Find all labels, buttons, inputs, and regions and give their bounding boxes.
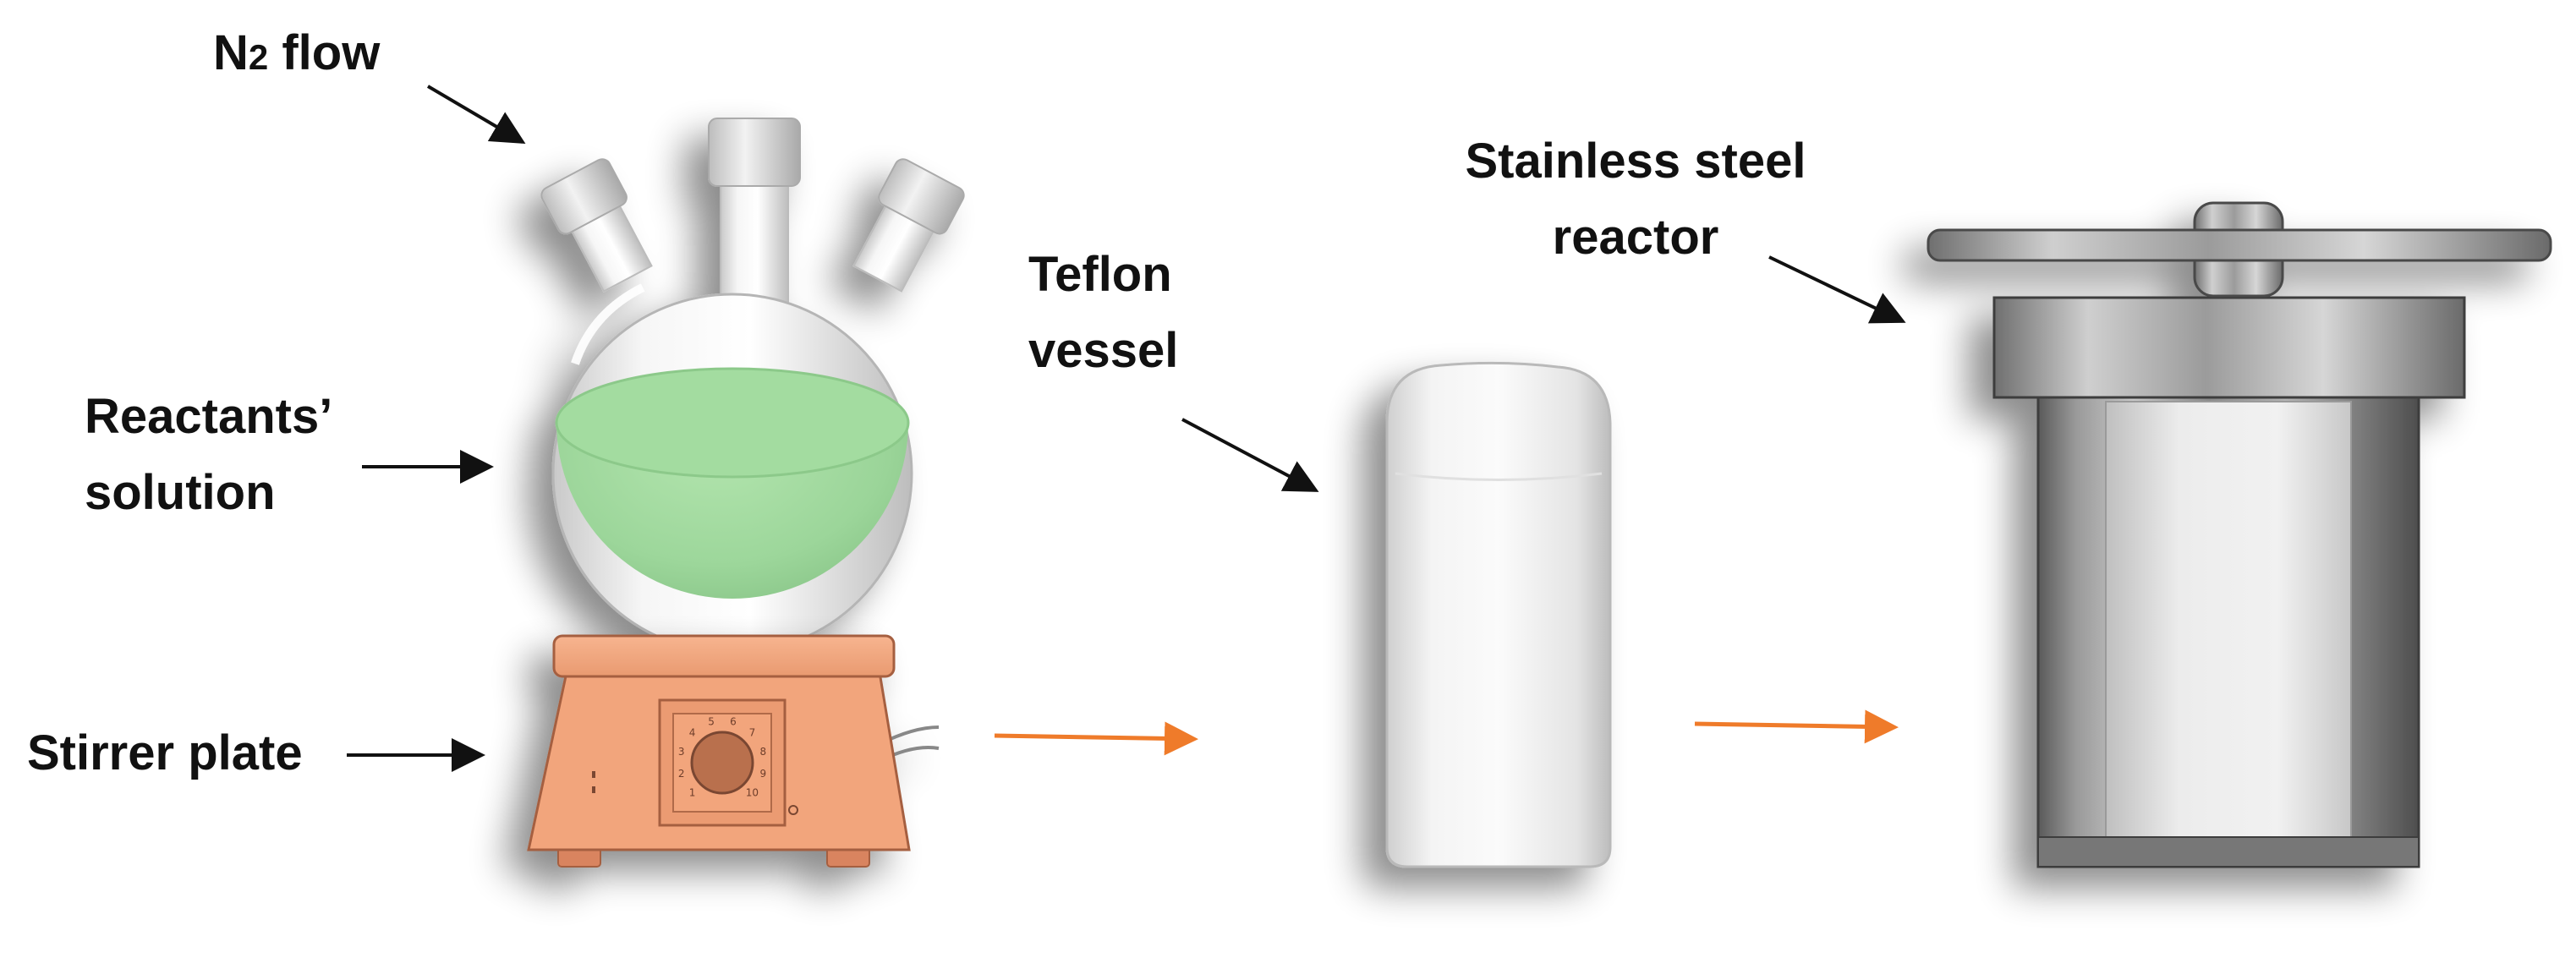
label-stirrer-plate: Stirrer plate bbox=[27, 725, 303, 780]
n2-flow-arrow bbox=[426, 85, 526, 145]
flow-arrow-1 bbox=[994, 721, 1198, 756]
dial-number: 4 bbox=[689, 727, 696, 739]
dial-number: 2 bbox=[678, 768, 685, 780]
flow-arrow-2 bbox=[1694, 709, 1899, 744]
reactor-arrow bbox=[1768, 255, 1906, 324]
teflon-vessel-icon bbox=[1385, 361, 1612, 868]
dial-number: 10 bbox=[746, 786, 759, 798]
dial-number: 7 bbox=[749, 727, 756, 739]
dial-numbers: 12 345 678 910 bbox=[678, 716, 766, 799]
dial-number: 9 bbox=[759, 768, 766, 780]
label-stainless-reactor: Stainless steel reactor bbox=[1465, 134, 1806, 265]
dial-knob bbox=[690, 731, 754, 795]
three-neck-flask-icon bbox=[540, 118, 965, 654]
stirrer-plate-icon: 12 345 678 910 bbox=[527, 634, 940, 868]
dial-number: 6 bbox=[730, 716, 737, 728]
steel-reactor-icon bbox=[1927, 201, 2552, 868]
label-n2-flow: N2 flow bbox=[213, 25, 381, 80]
dial-number: 1 bbox=[689, 786, 696, 798]
teflon-arrow bbox=[1181, 418, 1319, 492]
dial-number: 3 bbox=[678, 746, 685, 758]
dial-number: 5 bbox=[708, 716, 715, 728]
label-teflon-vessel: Teflon vessel bbox=[1028, 247, 1179, 378]
dial-number: 8 bbox=[759, 746, 766, 758]
label-reactants-solution: Reactants’ solution bbox=[85, 389, 333, 520]
